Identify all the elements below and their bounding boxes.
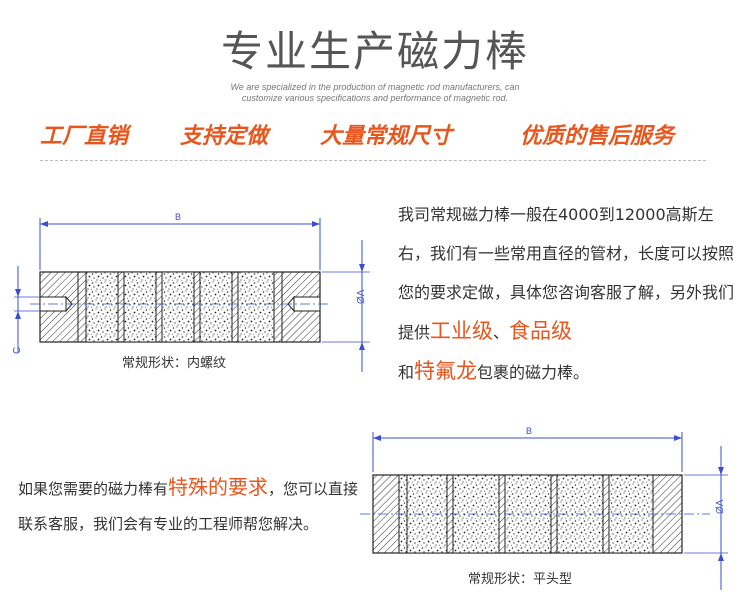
page-title: 专业生产磁力棒 [220,27,529,76]
highlight-teflon: 特氟龙 [414,359,478,383]
dim-a-label: ØA [356,289,367,304]
diagram2-caption: 常规形状：平头型 [468,572,573,587]
diagram1-caption: 常规形状：内螺纹 [122,356,227,371]
feature-sizes: 大量常规尺寸 [320,124,453,149]
feature-custom: 支持定做 [180,124,269,149]
feature-factory-direct: 工厂直销 [40,124,129,149]
subtitle-line-2: customize various specifications and per… [241,93,509,103]
feature-service: 优质的售后服务 [520,124,675,149]
section1-text-a: 我司常规磁力棒一般在4000到12000高斯左右，我们有一些常用直径的管材，长度… [398,205,735,342]
divider [40,160,706,161]
section1-text-c: 包裹的磁力棒。 [477,363,590,382]
highlight-industrial: 工业级 [430,319,494,343]
feature-row: 工厂直销 支持定做 大量常规尺寸 优质的售后服务 [0,118,750,158]
section2-text-b: ，您可以直接联系客服，我们会有专业的工程师帮您解决。 [18,480,359,533]
section1-text-b: 和 [398,363,415,382]
highlight-special: 特殊的要求 [168,475,269,499]
highlight-food: 食品级 [509,319,573,343]
internal-thread-rod-diagram: B C ØA [12,212,370,372]
subtitle-line-1: We are specialized in the production of … [230,82,520,92]
flat-head-rod-diagram: B ØA [360,426,728,590]
dim-b-label: B [175,212,181,222]
dim-b2-label: B [526,426,532,436]
section2-text-a: 如果您需要的磁力棒有 [18,480,169,498]
section2-text: 如果您需要的磁力棒有特殊的要求，您可以直接联系客服，我们会有专业的工程师帮您解决… [18,470,363,542]
section1-sep: 、 [493,323,510,342]
section1-text: 我司常规磁力棒一般在4000到12000高斯左右，我们有一些常用直径的管材，长度… [398,195,743,392]
dim-a2-label: ØA [715,499,726,514]
dim-c-label: C [12,347,23,354]
